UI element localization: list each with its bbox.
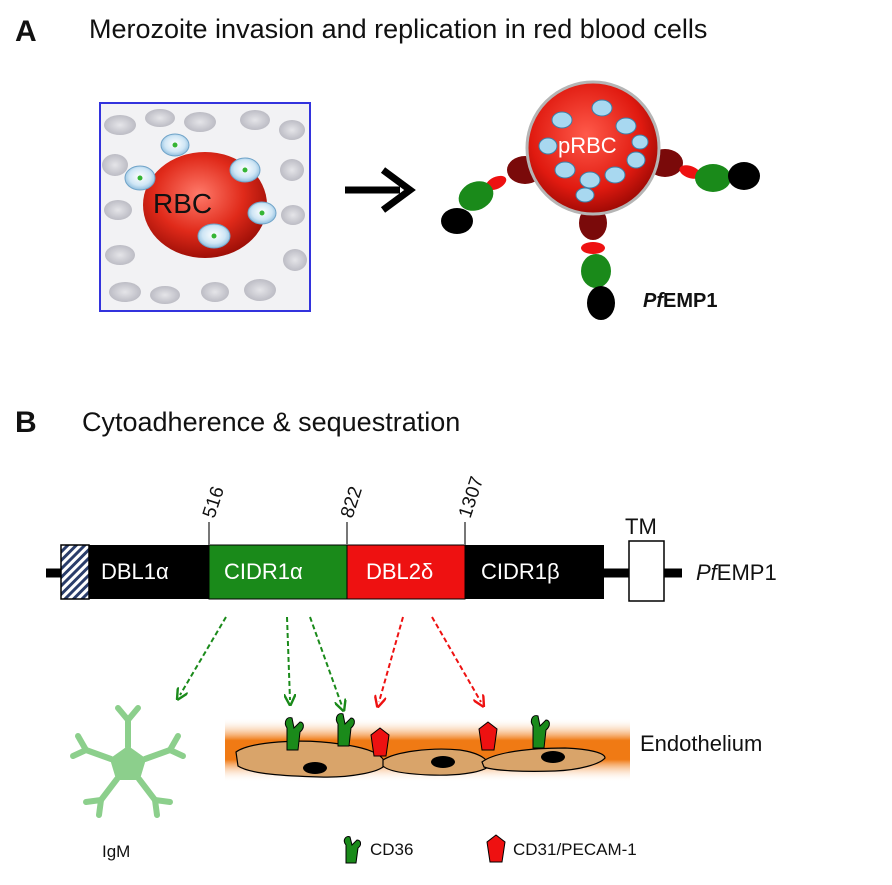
pfemp1-label-a-suffix: EMP1 bbox=[663, 290, 718, 312]
endothelium bbox=[225, 713, 630, 782]
domain-dbl1a-label: DBL1α bbox=[101, 559, 169, 584]
tm-label: TM bbox=[625, 514, 657, 539]
legend-igm-label: IgM bbox=[102, 842, 131, 861]
prbc-merozoites bbox=[538, 99, 649, 203]
legend-cd31-label: CD31/PECAM-1 bbox=[513, 840, 637, 859]
endothelium-label: Endothelium bbox=[640, 731, 763, 756]
panel-a-letter: A bbox=[15, 15, 37, 48]
domain-dbl2d bbox=[346, 544, 466, 600]
domain-architecture bbox=[46, 522, 682, 602]
transition-arrow bbox=[345, 167, 416, 213]
domain-cidr1b-label: CIDR1β bbox=[481, 559, 560, 584]
legend-cd31-icon bbox=[486, 834, 506, 863]
legend-cd36-icon bbox=[343, 836, 361, 864]
domain-cidr1a bbox=[208, 544, 348, 600]
pfemp1-arm-left bbox=[441, 156, 543, 234]
merozoites bbox=[124, 133, 277, 249]
cd36-receptors bbox=[284, 713, 550, 751]
prbc-diagram bbox=[441, 80, 760, 320]
blood-smear-box bbox=[99, 102, 311, 312]
domain-cidr1b bbox=[465, 545, 604, 599]
prbc-label: pRBC bbox=[558, 133, 617, 158]
pfemp1-label-a-prefix: Pf bbox=[643, 290, 663, 312]
domain-cidr1a-label: CIDR1α bbox=[224, 559, 303, 584]
hatched-segment bbox=[60, 544, 90, 600]
pfemp1-label-b-suffix: EMP1 bbox=[716, 560, 777, 585]
pfemp1-arm-bottom bbox=[579, 206, 615, 320]
background-blood-cells bbox=[102, 109, 307, 304]
panel-b-letter: B bbox=[15, 406, 37, 439]
panel-b-title: Cytoadherence & sequestration bbox=[82, 407, 461, 437]
legend-cd36-label: CD36 bbox=[370, 840, 414, 859]
pfemp1-label-b: PfEMP1 bbox=[696, 560, 777, 586]
pfemp1-label-a: PfEMP1 bbox=[643, 290, 717, 313]
pfemp1-arm-right bbox=[647, 149, 760, 192]
rbc-label: RBC bbox=[153, 188, 213, 219]
panel-a-title: Merozoite invasion and replication in re… bbox=[89, 14, 708, 44]
pfemp1-label-b-prefix: Pf bbox=[696, 560, 717, 585]
binding-arrows bbox=[180, 616, 481, 706]
tm-box bbox=[628, 540, 665, 602]
domain-dbl1a bbox=[89, 545, 209, 599]
igm-pentamer bbox=[70, 705, 186, 818]
cd31-receptors bbox=[370, 721, 498, 757]
domain-dbl2d-label: DBL2δ bbox=[366, 559, 434, 584]
